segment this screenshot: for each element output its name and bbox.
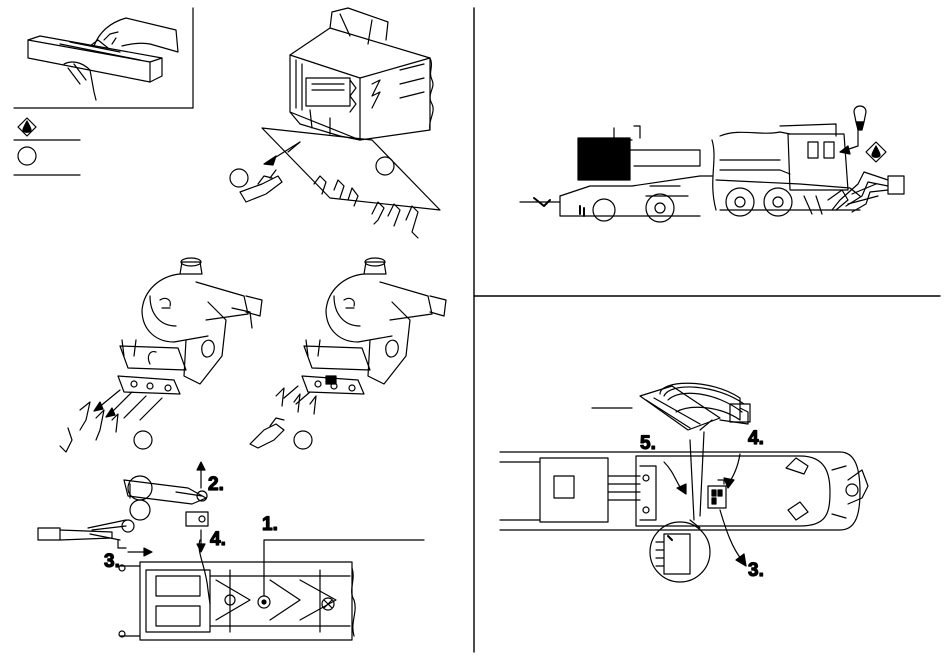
step-1-label: 1. <box>262 514 278 535</box>
loco-side-view <box>520 106 904 222</box>
loco-front-left <box>60 258 262 452</box>
mounting-fixture-illustration <box>28 18 178 100</box>
step-3-label-right: 3. <box>748 560 764 581</box>
step-3-label-left: 3. <box>104 551 120 572</box>
bogie-detail <box>38 462 210 604</box>
loco-front-right <box>250 258 446 449</box>
step-2-label: 2. <box>208 474 224 495</box>
decoder-installation <box>500 383 868 582</box>
legend <box>14 118 80 175</box>
fixture-panel <box>14 8 193 108</box>
step-4-label-left: 4. <box>210 529 226 550</box>
chassis-underside <box>119 540 424 640</box>
circle-marker-icon <box>18 147 36 165</box>
tender-coupler-illustration <box>230 8 440 238</box>
oil-drop-diamond-icon <box>866 142 886 162</box>
step-5-label: 5. <box>640 433 656 454</box>
step-4-label-right: 4. <box>748 428 764 449</box>
oil-drop-diamond-icon <box>18 118 36 136</box>
